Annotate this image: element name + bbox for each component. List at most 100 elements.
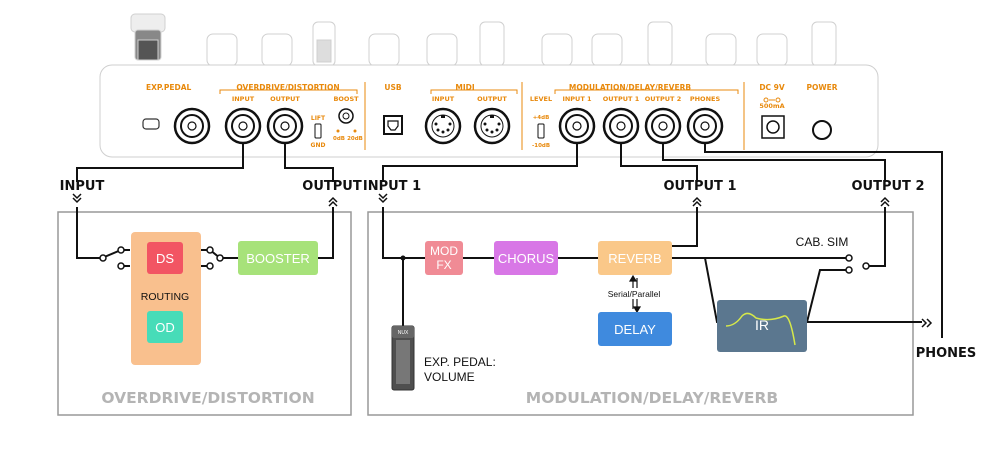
od-block xyxy=(147,311,183,343)
knob xyxy=(811,21,837,67)
panel-gnd-label: GND xyxy=(311,142,326,149)
knob xyxy=(261,33,293,67)
top-knobs xyxy=(130,13,837,67)
ds-block xyxy=(147,242,183,274)
panel-lift-label: LIFT xyxy=(311,115,326,122)
delay-label: DELAY xyxy=(614,322,656,337)
panel-od-title: OVERDRIVE/DISTORTION xyxy=(236,83,339,92)
panel-boost-20db: 20dB xyxy=(347,136,363,142)
serial-parallel-label: Serial/Parallel xyxy=(608,289,661,299)
midi-input-port xyxy=(424,107,462,145)
panel-level-label: LEVEL xyxy=(530,95,552,103)
panel-mdr-title: MODULATION/DELAY/REVERB xyxy=(569,83,691,92)
panel-dc-label: DC 9V xyxy=(759,83,785,92)
power-button xyxy=(812,120,832,140)
od-section-frame xyxy=(57,211,352,416)
jack-input1 xyxy=(558,107,596,145)
knob xyxy=(541,33,573,67)
chevron-up-icon xyxy=(328,196,338,207)
panel-output1-label: OUTPUT 1 xyxy=(603,95,640,103)
chevron-up-icon xyxy=(692,196,702,207)
level-switch xyxy=(537,123,545,139)
panel-phones-label: PHONES xyxy=(690,95,721,103)
knob xyxy=(591,33,623,67)
jack-od-output xyxy=(266,107,304,145)
panel-power-label: POWER xyxy=(806,83,837,92)
panel-midi-input-label: INPUT xyxy=(432,95,455,103)
panel-level-plus: +4dB xyxy=(533,115,550,121)
chevron-down-icon xyxy=(378,193,388,204)
dc-jack xyxy=(761,97,785,139)
routing-label: ROUTING xyxy=(141,291,189,303)
delay-block xyxy=(598,312,672,346)
panel-output2-label: OUTPUT 2 xyxy=(645,95,682,103)
mdr-section-title: MODULATION/DELAY/REVERB xyxy=(526,389,778,407)
exp-pedal-label-line1: EXP. PEDAL: xyxy=(424,355,496,369)
jack-od-input xyxy=(224,107,262,145)
knob xyxy=(130,13,166,61)
jack-phones xyxy=(686,107,724,145)
junction-dot xyxy=(400,255,406,261)
knob xyxy=(756,33,788,67)
serial-parallel-bg xyxy=(603,288,665,299)
booster-label: BOOSTER xyxy=(246,251,310,266)
panel-exp-pedal-label: EXP.PEDAL xyxy=(146,83,192,92)
usb-port xyxy=(383,115,403,135)
diagram-input-label: INPUT xyxy=(60,179,105,194)
od-section-title: OVERDRIVE/DISTORTION xyxy=(101,389,314,407)
diagram-output1-label: OUTPUT 1 xyxy=(664,179,737,194)
od-wires xyxy=(76,207,334,267)
switch-contacts xyxy=(845,254,870,274)
reverb-label: REVERB xyxy=(608,251,661,266)
jack-output2 xyxy=(644,107,682,145)
knob xyxy=(647,21,673,67)
reverb-block xyxy=(598,241,672,275)
switch-contacts xyxy=(99,246,224,270)
diagram-output2-label: OUTPUT 2 xyxy=(852,179,925,194)
panel-midi-label: MIDI xyxy=(455,83,474,92)
chorus-label: CHORUS xyxy=(498,251,555,266)
boost-knob xyxy=(336,108,357,133)
knob xyxy=(426,33,458,67)
diagram-input1-label: INPUT 1 xyxy=(363,179,421,194)
knob xyxy=(479,21,505,67)
rear-panel: EXP.PEDAL OVERDRIVE/DISTORTION INPUT OUT… xyxy=(99,64,879,158)
panel-boost-label: BOOST xyxy=(333,95,359,103)
mod-fx-label-line2: FX xyxy=(436,258,451,272)
exp-pedal-label-line2: VOLUME xyxy=(424,370,475,384)
knob xyxy=(312,21,336,67)
exp-pedal-slot xyxy=(142,118,160,130)
lift-gnd-switch xyxy=(314,123,322,139)
panel-wires xyxy=(76,143,943,338)
booster-block xyxy=(238,241,318,275)
mod-fx-block xyxy=(425,241,463,275)
panel-boost-0db: 0dB xyxy=(333,136,345,142)
jack-exp-pedal xyxy=(173,107,211,145)
chevron-right-icon xyxy=(921,318,933,328)
panel-midi-output-label: OUTPUT xyxy=(477,95,507,103)
mdr-section-frame xyxy=(367,211,914,416)
ir-curve xyxy=(725,312,796,346)
panel-level-minus: -10dB xyxy=(532,143,550,149)
exp-pedal-icon: NUX xyxy=(391,325,415,391)
panel-dc-ma-label: 500mA xyxy=(759,102,784,110)
diagram-phones-label: PHONES xyxy=(916,346,977,361)
ds-label: DS xyxy=(156,251,174,266)
ir-label: IR xyxy=(755,317,769,333)
od-label: OD xyxy=(155,320,175,335)
jack-output1 xyxy=(602,107,640,145)
pedal-logo: NUX xyxy=(398,330,409,336)
panel-input1-label: INPUT 1 xyxy=(562,95,592,103)
panel-od-input-label: INPUT xyxy=(232,95,255,103)
knob xyxy=(206,33,238,67)
panel-usb-label: USB xyxy=(384,83,401,92)
ir-block xyxy=(717,300,807,352)
midi-output-port xyxy=(473,107,511,145)
chevron-down-icon xyxy=(72,193,82,204)
cab-sim-label: CAB. SIM xyxy=(796,235,849,249)
knob xyxy=(705,33,737,67)
panel-od-output-label: OUTPUT xyxy=(270,95,300,103)
diagram-output-label: OUTPUT xyxy=(302,179,362,194)
chevron-up-icon xyxy=(880,196,890,207)
